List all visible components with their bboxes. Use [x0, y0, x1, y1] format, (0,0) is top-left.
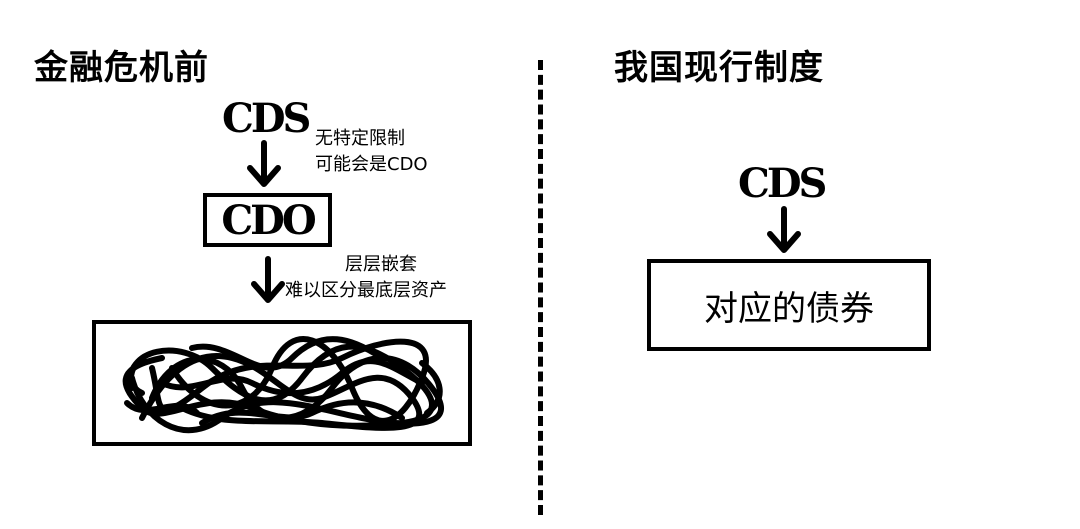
- arrow-down-icon: [251, 256, 285, 303]
- dashed-divider: [538, 60, 543, 515]
- cdo-label: CDO: [221, 196, 316, 244]
- right-cds-label: CDS: [738, 160, 827, 207]
- left-note-2-line-2: 难以区分最底层资产: [285, 280, 447, 301]
- left-note-1-line-1: 无特定限制: [315, 128, 405, 149]
- right-title: 我国现行制度: [614, 48, 824, 88]
- arrow-down-icon: [767, 206, 801, 253]
- bond-label: 对应的债券: [704, 288, 874, 329]
- tangled-scribble-icon: [122, 336, 444, 434]
- tangled-assets-box: [92, 320, 472, 446]
- left-note-2-line-1: 层层嵌套: [345, 254, 417, 275]
- arrow-down-icon: [247, 140, 281, 187]
- cdo-box: CDO: [203, 193, 332, 247]
- left-note-1-line-2: 可能会是CDO: [315, 154, 428, 175]
- bond-box: 对应的债券: [647, 259, 931, 351]
- left-cds-label: CDS: [222, 95, 311, 142]
- left-note-2: 层层嵌套 难以区分最底层资产: [285, 252, 447, 304]
- left-note-1: 无特定限制 可能会是CDO: [315, 126, 428, 178]
- left-title: 金融危机前: [34, 48, 209, 88]
